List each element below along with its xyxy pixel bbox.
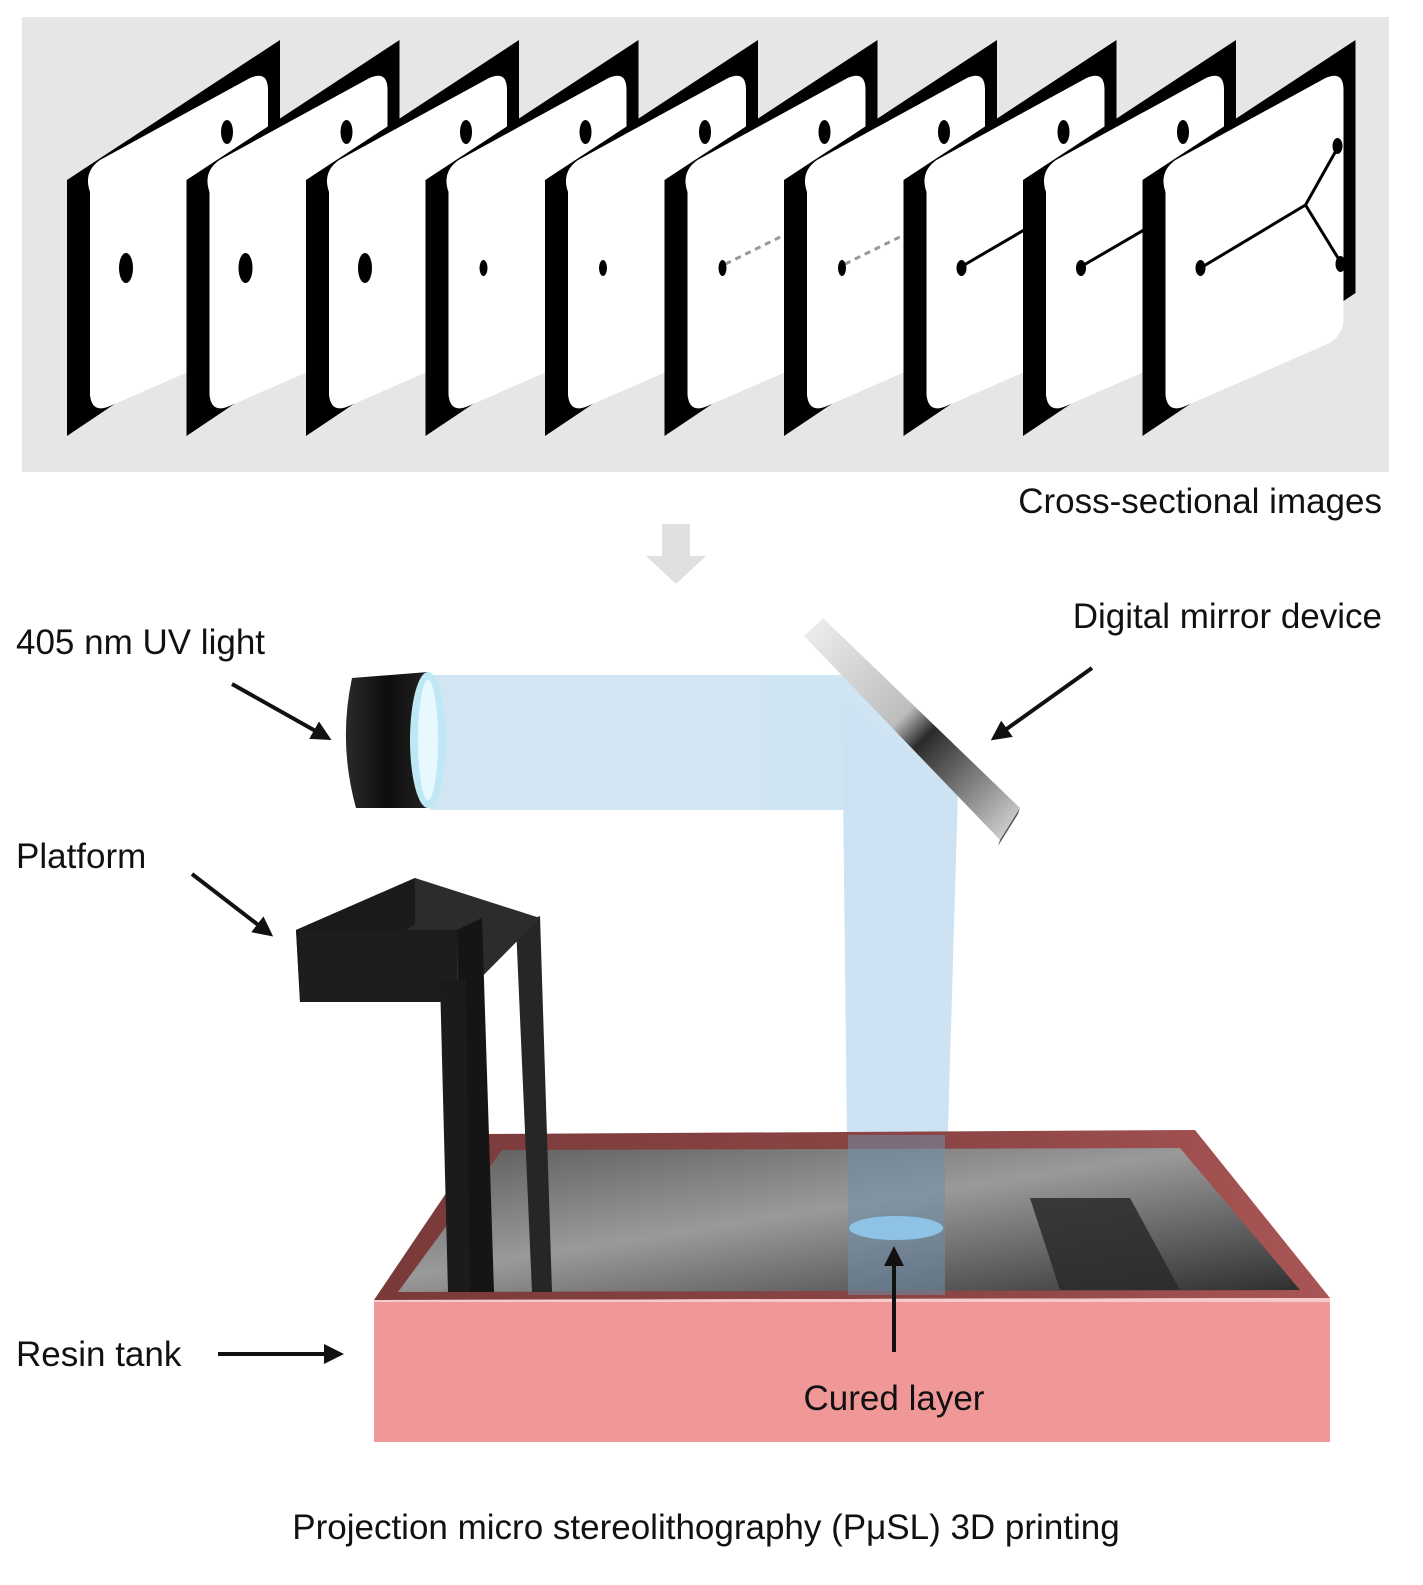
platform-arrow xyxy=(190,872,274,937)
uv-light-arrow xyxy=(231,682,332,740)
resin-tank-label: Resin tank xyxy=(16,1335,182,1374)
cured-layer xyxy=(848,1135,945,1295)
uv-light-label: 405 nm UV light xyxy=(16,623,265,662)
mirror-arrow xyxy=(990,666,1094,741)
mirror-label: Digital mirror device xyxy=(1073,597,1382,636)
slice-image xyxy=(1142,40,1356,436)
down-arrow-icon xyxy=(646,524,706,584)
panel-label: Cross-sectional images xyxy=(1018,482,1382,521)
uv-light-source xyxy=(345,672,446,808)
build-platform xyxy=(296,878,552,1292)
cured-layer-label: Cured layer xyxy=(804,1379,985,1418)
slice-stack xyxy=(67,40,1356,436)
platform-label: Platform xyxy=(16,837,146,876)
uv-beam xyxy=(430,675,958,1230)
figure-caption: Projection micro stereolithography (PμSL… xyxy=(292,1508,1119,1547)
digital-mirror-device xyxy=(804,618,1020,846)
